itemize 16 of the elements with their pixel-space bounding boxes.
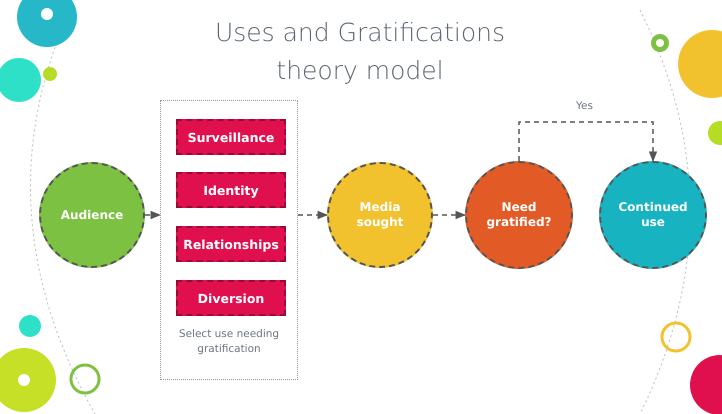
arrow (145, 210, 162, 220)
arrow (298, 210, 328, 220)
node-label: Continued use (617, 200, 689, 230)
node-label: Media sought (356, 200, 404, 230)
option-box: Relationships (176, 226, 286, 262)
option-box: Identity (176, 172, 286, 208)
dotted-group-frame (160, 100, 298, 380)
node-label: Audience (60, 208, 124, 222)
option-box: Surveillance (176, 119, 286, 155)
node-label: Need gratified? (485, 200, 553, 230)
diagram-title: Uses and Gratifications theory model (214, 17, 506, 87)
arrow (518, 121, 658, 162)
group-caption: Select use needing gratification (178, 327, 280, 357)
option-box: Diversion (176, 280, 286, 316)
edge-label: Yes (574, 100, 595, 112)
arrow (433, 210, 466, 220)
